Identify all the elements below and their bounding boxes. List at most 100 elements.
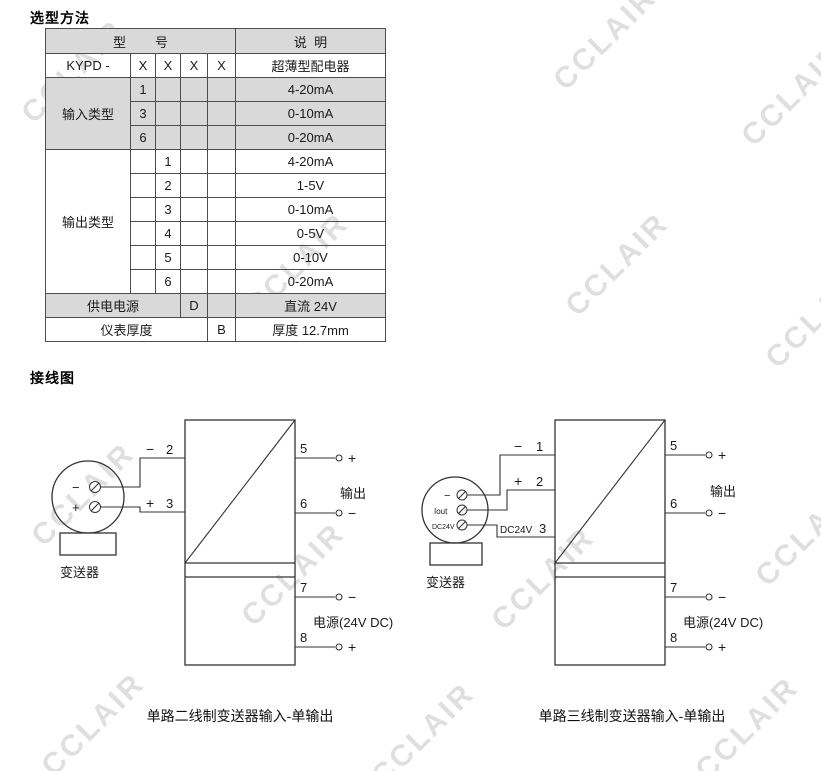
output-desc: 1-5V — [235, 173, 386, 198]
terminal-3-number: 3 — [166, 496, 173, 511]
isolator-box — [554, 419, 666, 666]
input-type-row: 3 0-10mA — [46, 101, 386, 126]
terminal-5-number: 5 — [670, 438, 677, 453]
terminal-6-number: 6 — [300, 496, 307, 511]
output-terminals — [295, 454, 343, 517]
watermark: CCLAIR — [759, 258, 821, 375]
thickness-code: B — [207, 317, 236, 342]
transmitter-label: 变送器 — [426, 575, 465, 590]
output-type-row: 4 0-5V — [46, 221, 386, 246]
model-code-row: KYPD - X X X X 超薄型配电器 — [45, 53, 386, 78]
output-type-row: 输出类型 1 4-20mA — [45, 149, 386, 294]
model-x1: X — [130, 53, 156, 78]
empty-cell — [130, 269, 156, 294]
input-wires — [467, 454, 555, 538]
terminal-8-number: 8 — [300, 630, 307, 645]
output-code: 4 — [155, 221, 181, 246]
terminal-2-sign: + — [514, 473, 522, 489]
empty-cell — [180, 221, 208, 246]
input-type-row: 输入类型 1 4-20mA — [45, 77, 386, 150]
model-prefix: KYPD - — [45, 53, 131, 78]
empty-cell — [180, 173, 208, 198]
header-model: 型 号 — [45, 28, 236, 54]
empty-cell — [155, 77, 181, 102]
input-type-row: 6 0-20mA — [46, 125, 386, 150]
screw-sign-minus: − — [444, 490, 450, 502]
terminal-3-sign: DC24V — [500, 525, 533, 536]
output-type-row: 5 0-10V — [46, 245, 386, 270]
output-label: 输出 — [340, 486, 366, 501]
power-code: D — [180, 293, 208, 318]
power-terminals — [665, 593, 713, 651]
empty-cell — [130, 197, 156, 222]
empty-cell — [180, 149, 208, 174]
diagram-caption-three-wire: 单路三线制变送器输入-单输出 — [538, 708, 726, 724]
output-code: 1 — [155, 149, 181, 174]
empty-cell — [180, 269, 208, 294]
terminal-8-sign: + — [718, 639, 726, 655]
output-code: 5 — [155, 245, 181, 270]
empty-cell — [155, 101, 181, 126]
section-title-selection: 选型方法 — [30, 10, 90, 26]
screw-sign-minus: − — [72, 480, 80, 495]
empty-cell — [207, 197, 236, 222]
thickness-desc: 厚度 12.7mm — [235, 317, 386, 342]
input-desc: 0-10mA — [235, 101, 386, 126]
terminal-5-number: 5 — [300, 441, 307, 456]
screw-label-dc24v: DC24V — [432, 524, 455, 531]
terminal-2-number: 2 — [166, 442, 173, 457]
terminal-1-sign: − — [514, 438, 522, 454]
terminal-1-number: 1 — [536, 439, 543, 454]
empty-cell — [207, 77, 236, 102]
watermark: CCLAIR — [559, 206, 676, 323]
empty-cell — [180, 197, 208, 222]
empty-cell — [207, 149, 236, 174]
empty-cell — [207, 101, 236, 126]
output-desc: 0-10mA — [235, 197, 386, 222]
section-title-wiring: 接线图 — [30, 370, 75, 386]
terminal-8-number: 8 — [670, 630, 677, 645]
terminal-6-sign: − — [718, 505, 726, 521]
empty-cell — [207, 125, 236, 150]
empty-cell — [180, 77, 208, 102]
empty-cell — [130, 173, 156, 198]
input-desc: 4-20mA — [235, 77, 386, 102]
terminal-5-sign: + — [718, 447, 726, 463]
power-desc: 直流 24V — [235, 293, 386, 318]
power-label: 电源(24V DC) — [683, 615, 763, 630]
model-x2: X — [155, 53, 181, 78]
output-type-row: 6 0-20mA — [46, 269, 386, 294]
model-desc: 超薄型配电器 — [235, 53, 386, 78]
header-desc: 说 明 — [235, 28, 386, 54]
terminal-3-number: 3 — [539, 521, 546, 536]
output-type-label: 输出类型 — [45, 149, 131, 294]
table-header-row: 型 号 说 明 — [45, 28, 386, 54]
empty-cell — [207, 245, 236, 270]
screw-sign-plus: + — [72, 500, 80, 515]
empty-cell — [207, 221, 236, 246]
wiring-diagram-three-wire: − Iout DC24V 变送器 − 1 + 2 DC24V 3 5 + 输出 … — [421, 419, 763, 666]
empty-cell — [180, 101, 208, 126]
input-type-label: 输入类型 — [45, 77, 131, 150]
terminal-6-number: 6 — [670, 496, 677, 511]
isolator-box — [184, 419, 296, 666]
empty-cell — [180, 125, 208, 150]
watermark: CCLAIR — [735, 36, 821, 153]
terminal-7-sign: − — [718, 589, 726, 605]
terminal-7-number: 7 — [300, 580, 307, 595]
wiring-diagram-two-wire: − + 变送器 − 2 + 3 5 + 输出 6 − 7 − 电 — [51, 419, 393, 666]
input-wires — [100, 457, 185, 513]
terminal-8-sign: + — [348, 639, 356, 655]
terminal-6-sign: − — [348, 505, 356, 521]
output-code: 3 — [155, 197, 181, 222]
thickness-label: 仪表厚度 — [45, 317, 208, 342]
terminal-2-sign: − — [146, 441, 154, 457]
empty-cell — [155, 125, 181, 150]
diagram-caption-two-wire: 单路二线制变送器输入-单输出 — [146, 708, 334, 724]
empty-cell — [207, 269, 236, 294]
empty-cell — [180, 245, 208, 270]
screw-label-iout: Iout — [434, 507, 448, 516]
output-desc: 0-10V — [235, 245, 386, 270]
terminal-3-sign: + — [146, 495, 154, 511]
